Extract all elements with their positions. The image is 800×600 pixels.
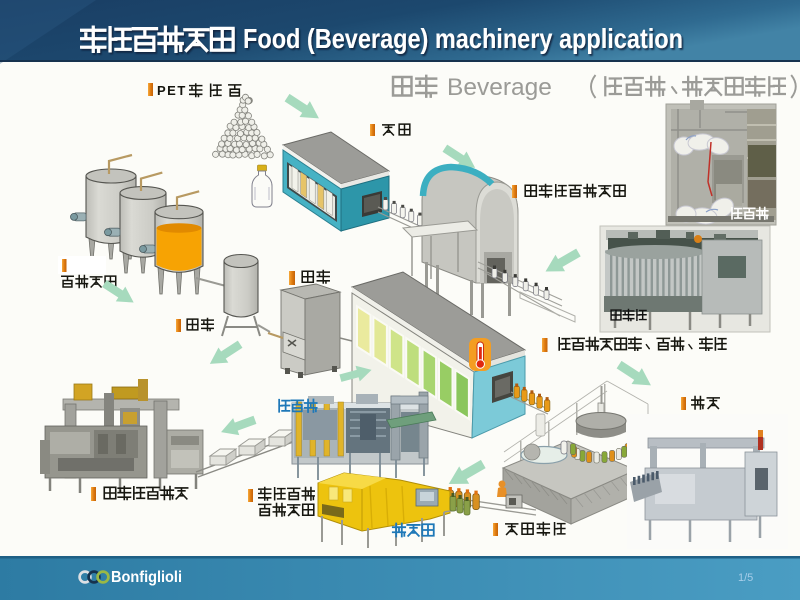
svg-text:Food (Beverage) machinery appl: Food (Beverage) machinery application — [243, 23, 683, 54]
svg-text:1/5: 1/5 — [738, 572, 753, 584]
svg-text:Beverage: Beverage — [447, 74, 552, 101]
svg-text:PET: PET — [157, 83, 187, 98]
svg-text:Bonfiglioli: Bonfiglioli — [111, 569, 182, 586]
